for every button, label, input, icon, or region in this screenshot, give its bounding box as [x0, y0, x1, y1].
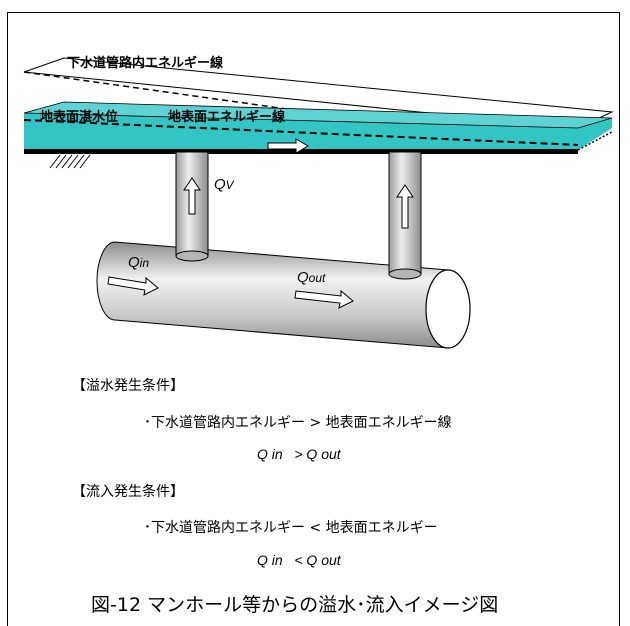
qout-label: Qout: [297, 269, 326, 286]
overflow-condition-heading: 【溢水発生条件】: [72, 378, 184, 394]
left-manhole-base: [175, 250, 209, 262]
inflow-condition-rule: ･下水道管路内エネルギー < 地表面エネルギー: [144, 520, 438, 536]
sewer-energy-line-label: 下水道管路内エネルギー線: [67, 56, 224, 71]
figure-caption: 図-12 マンホール等からの溢水･流入イメージ図: [91, 594, 499, 616]
inflow-condition-formula: Q in < Q out: [257, 552, 341, 568]
frame-right-border: [619, 12, 620, 626]
right-manhole-base: [388, 268, 422, 280]
main-pipe-end: [425, 269, 471, 349]
frame-left-border: [7, 12, 8, 626]
frame-top-border: [7, 12, 619, 13]
qin-label: Qin: [128, 254, 150, 271]
overflow-condition-formula: Q in > Q out: [257, 446, 341, 462]
right-manhole-shaft: [388, 151, 422, 275]
dotted-extension: [577, 131, 613, 151]
main-pipe-body: [96, 241, 449, 349]
ground-surface: [24, 149, 578, 154]
qin-flow-arrow: [107, 276, 159, 296]
ground-hatching: [49, 154, 91, 169]
surface-energy-line-label: 地表面エネルギー線: [168, 110, 286, 125]
surface-energy-line-dashed: [23, 119, 579, 146]
qv-label: QV: [214, 176, 234, 193]
surface-water-top: [23, 101, 613, 129]
sewer-energy-line-plane: [23, 57, 614, 129]
inflow-condition-heading: 【流入発生条件】: [72, 484, 184, 500]
overflow-condition-rule: ･下水道管路内エネルギー > 地表面エネルギー線: [144, 415, 452, 431]
left-upward-arrow: [183, 177, 201, 215]
surface-flow-arrow: [267, 138, 309, 154]
left-manhole-shaft: [175, 151, 209, 257]
sewer-energy-line-dashed: [23, 71, 579, 151]
surface-water-level-label: 地表面湛水位: [40, 110, 119, 125]
qout-flow-arrow: [294, 289, 354, 309]
right-upward-arrow: [396, 184, 414, 229]
